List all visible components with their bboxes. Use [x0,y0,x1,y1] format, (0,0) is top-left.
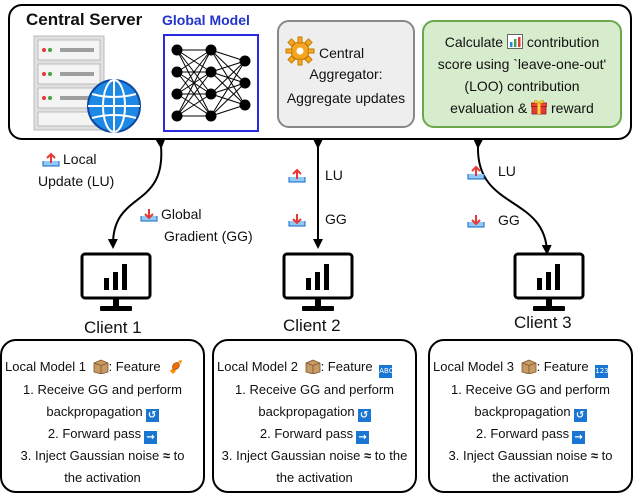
gg-label-1b: Gradient (GG) [164,228,253,244]
lu-label-1b: Update (LU) [38,173,115,189]
client2-model-line: Local Model 2 : Feature ABCD [217,359,418,378]
undo-icon: ↺ [145,409,159,422]
client1-step-1: 1. Receive GG and perform [23,382,182,397]
wave-noise-icon: ≈ [590,448,599,463]
client3-arrow [473,138,552,255]
client1-step-2: 2. Forward pass→ [2,426,203,444]
bar-chart-icon [506,34,523,49]
global-model-title: Global Model [162,12,250,28]
client1-arrow [107,138,166,249]
upload-tray-icon [42,152,60,167]
client2-card: Local Model 2 : Feature ABCD 1. Receive … [212,339,417,493]
numbers-icon: 1234 [595,365,613,378]
right-arrow-icon: → [572,431,586,444]
lu-label-3: LU [498,163,516,179]
box-icon [93,359,108,374]
client1-step-3b: the activation [64,470,141,485]
gift-icon [530,100,548,115]
client2-label: Client 2 [283,316,341,335]
download-tray-icon [140,209,158,222]
client3-computer-icon [513,252,585,311]
client1-card: Local Model 1 : Feature 1. Receive GG an… [0,339,205,493]
client3-step-3b: the activation [492,470,569,485]
upload-tray-icon [467,165,485,180]
undo-icon: ↺ [357,409,371,422]
client2-step-2: 2. Forward pass→ [214,426,415,444]
client3-card: Local Model 3 : Feature 1234 1. Receive … [428,339,633,493]
lu-label-2: LU [325,167,343,183]
calc-line-3: (LOO) contribution [464,78,580,94]
contribution-calc-box: Calculate contribution score using `leav… [422,20,622,128]
client3-step-3: 3. Inject Gaussian noise ≈ to [448,448,613,463]
box-icon [305,359,320,374]
client1-computer-icon [80,252,152,311]
gear-icon [285,36,315,66]
abcd-icon: ABCD [379,365,399,378]
client3-label: Client 3 [514,313,572,332]
client2-step-1b: backpropagation↺ [214,404,415,422]
neural-network-icon [171,44,251,122]
gg-label-1: Global [161,206,202,222]
client1-label: Client 1 [84,318,142,337]
client1-step-1b: backpropagation↺ [2,404,203,422]
client3-model-line: Local Model 3 : Feature 1234 [433,359,634,378]
client2-step-1: 1. Receive GG and perform [235,382,394,397]
client1-step-3: 3. Inject Gaussian noise ≈ to [20,448,185,463]
aggregator-line-2: Aggregator: [309,66,383,82]
client2-computer-icon [282,252,354,311]
central-server-title: Central Server [26,10,143,29]
undo-icon: ↺ [573,409,587,422]
calc-line-2: score using `leave-one-out' [437,56,607,72]
wave-noise-icon: ≈ [162,448,171,463]
upload-tray-icon [288,168,306,183]
aggregator-line-3: Aggregate updates [286,90,406,106]
gg-label-2: GG [325,211,347,227]
box-icon [521,359,536,374]
client3-step-1: 1. Receive GG and perform [451,382,610,397]
client2-step-3b: the activation [276,470,353,485]
central-aggregator-box: Central Aggregator: Aggregate updates [277,20,415,128]
download-tray-icon [288,214,306,227]
client1-model-line: Local Model 1 : Feature [5,359,206,374]
client3-step-2: 2. Forward pass→ [430,426,631,444]
wave-noise-icon: ≈ [364,448,372,463]
gg-label-3: GG [498,212,520,228]
server-rack-icon [33,35,141,133]
client3-step-1b: backpropagation↺ [430,404,631,422]
client2-step-3: 3. Inject Gaussian noise ≈ to the [221,448,408,463]
candy-icon [170,360,183,374]
calc-line-1: Calculate contribution [444,34,600,50]
lu-label-1: Local [63,151,97,167]
aggregator-line-1: Central [319,45,365,61]
download-tray-icon [467,215,485,228]
calc-line-4: evaluation & reward [450,100,594,116]
global-model-box [163,34,259,132]
right-arrow-icon: → [356,431,370,444]
right-arrow-icon: → [144,431,158,444]
